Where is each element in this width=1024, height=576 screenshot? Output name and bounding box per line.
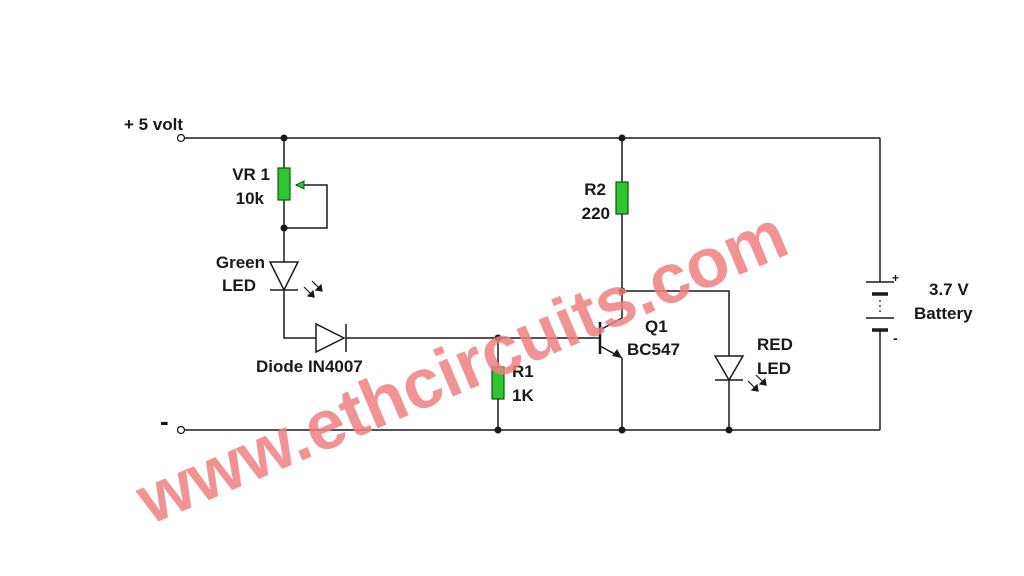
green-led-triangle	[268, 261, 300, 292]
positive-terminal	[176, 133, 186, 143]
q1-collector-lead	[599, 317, 623, 331]
r1-value-label: 1K	[512, 386, 534, 405]
q1-emitter-arrow	[612, 349, 622, 358]
diode-triangle	[315, 322, 346, 354]
red-led-label-line2: LED	[757, 359, 791, 378]
q1-ref-label: Q1	[645, 317, 668, 336]
junction-red-led-ground	[725, 426, 733, 434]
junction-r2-top	[618, 134, 626, 142]
r1-body	[491, 366, 505, 400]
q1-transistor: Q1 BC547	[598, 317, 680, 359]
vr1-ref-label: VR 1	[232, 165, 270, 184]
r2-value-label: 220	[582, 204, 610, 223]
red-led-label-line1: RED	[757, 335, 793, 354]
vr1-wiper-arrow	[294, 180, 305, 190]
vr1-value-label: 10k	[236, 189, 265, 208]
vr1-body	[277, 167, 291, 201]
junction-vr1-wiper	[280, 224, 288, 232]
r2-resistor: R2 220	[582, 180, 629, 223]
diode-in4007: Diode IN4007	[256, 322, 363, 376]
r2-ref-label: R2	[584, 180, 606, 199]
q1-part-label: BC547	[627, 340, 680, 359]
watermark-text: www.ethcircuits.com	[124, 194, 798, 539]
green-led-label-line1: Green	[216, 253, 265, 272]
collector-to-red-led-wire	[622, 290, 730, 356]
green-led: Green LED	[216, 253, 323, 298]
positive-supply-label: + 5 volt	[124, 115, 183, 134]
vr1-wiper-wire	[284, 184, 328, 229]
green-led-label-line2: LED	[222, 276, 256, 295]
supply-terminals: + 5 volt -	[124, 115, 186, 436]
diode-label: Diode IN4007	[256, 357, 363, 376]
battery-minus-sign: -	[893, 330, 898, 346]
wires	[181, 137, 881, 431]
red-led: RED LED	[713, 335, 793, 392]
junction-collector	[618, 287, 626, 295]
junction-base-r1	[494, 334, 502, 342]
green-led-emission-arrows	[303, 280, 323, 298]
battery-plus-sign: +	[892, 271, 899, 285]
red-led-triangle	[713, 355, 745, 382]
battery-label-line1: 3.7 V	[929, 280, 969, 299]
battery-3v7: + - 3.7 V Battery	[866, 271, 973, 346]
junction-vr1-top	[280, 134, 288, 142]
junction-emitter-ground	[618, 426, 626, 434]
vr1-potentiometer: VR 1 10k	[232, 165, 305, 208]
r1-ref-label: R1	[512, 362, 534, 381]
junctions	[280, 134, 733, 434]
led-to-diode-wire	[283, 290, 316, 339]
junction-r1-ground	[494, 426, 502, 434]
negative-terminal	[176, 425, 186, 435]
negative-supply-label: -	[160, 406, 169, 436]
r1-resistor: R1 1K	[491, 362, 534, 405]
battery-label-line2: Battery	[914, 304, 973, 323]
r2-body	[615, 181, 629, 215]
red-led-emission-arrows	[747, 374, 767, 392]
